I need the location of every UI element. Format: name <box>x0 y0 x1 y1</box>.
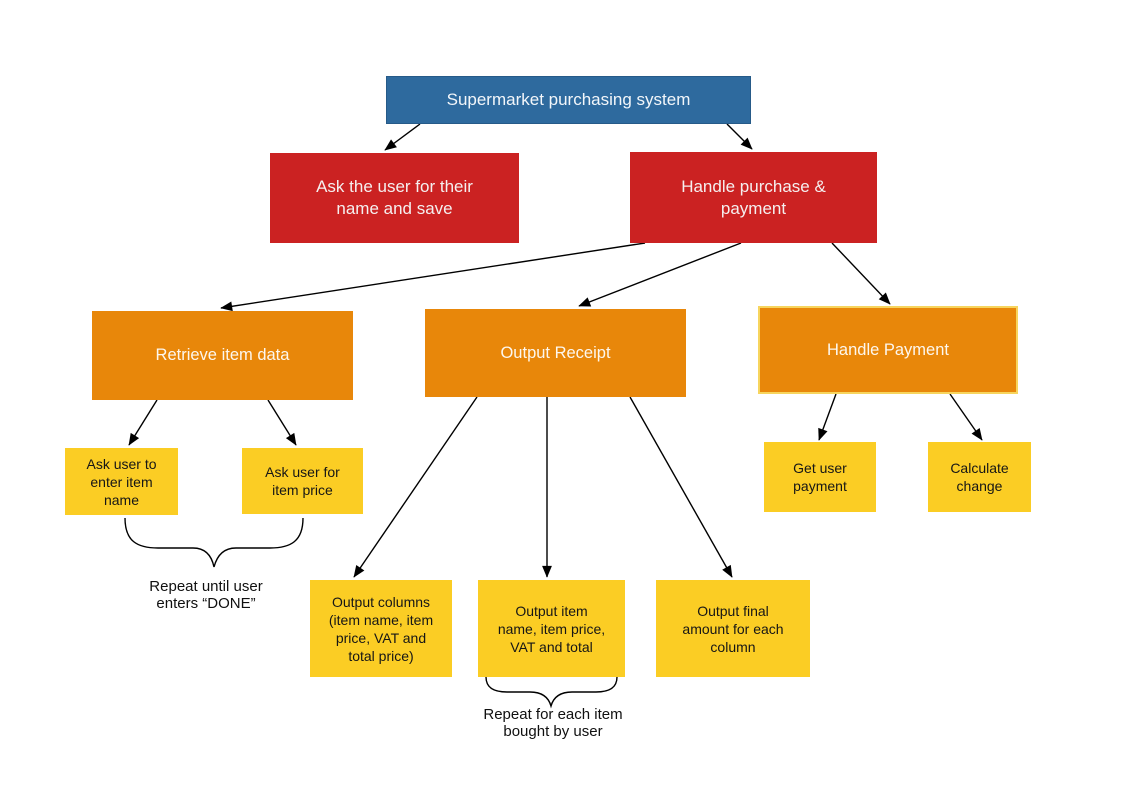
node-ask-item-name: Ask user to enter item name <box>65 448 178 515</box>
node-ask-user-name: Ask the user for their name and save <box>270 153 519 243</box>
annotation-repeat-each-item: Repeat for each item bought by user <box>483 706 623 740</box>
edge-root-ask-name <box>384 123 421 151</box>
edge-output-receipt-output-columns <box>353 396 478 578</box>
node-handle-purchase-payment: Handle purchase & payment <box>630 152 877 243</box>
edge-output-receipt-output-final <box>629 396 733 578</box>
repeat-brace-receipt-rows <box>485 676 618 709</box>
node-output-final-amount: Output final amount for each column <box>656 580 810 677</box>
node-output-receipt: Output Receipt <box>425 309 686 397</box>
edge-handle-purchase-output-receipt <box>578 242 742 307</box>
edge-retrieve-ask-item-name <box>128 399 158 446</box>
edge-root-handle-purchase <box>726 123 753 150</box>
edge-handle-purchase-retrieve-item-data <box>220 242 646 312</box>
edge-handle-payment-calculate-change <box>949 393 983 441</box>
node-ask-item-price: Ask user for item price <box>242 448 363 514</box>
node-retrieve-item-data: Retrieve item data <box>92 311 353 400</box>
repeat-brace-item-entry <box>124 517 304 568</box>
node-get-user-payment: Get user payment <box>764 442 876 512</box>
node-calculate-change: Calculate change <box>928 442 1031 512</box>
edge-retrieve-ask-item-price <box>267 399 297 446</box>
edge-handle-payment-get-payment <box>818 393 837 441</box>
node-supermarket-purchasing-system: Supermarket purchasing system <box>386 76 751 124</box>
node-output-item-values: Output item name, item price, VAT and to… <box>478 580 625 677</box>
edge-handle-purchase-handle-payment <box>831 242 891 305</box>
node-handle-payment: Handle Payment <box>758 306 1018 394</box>
annotation-repeat-until-done: Repeat until user enters “DONE” <box>149 578 263 612</box>
node-output-columns: Output columns (item name, item price, V… <box>310 580 452 677</box>
